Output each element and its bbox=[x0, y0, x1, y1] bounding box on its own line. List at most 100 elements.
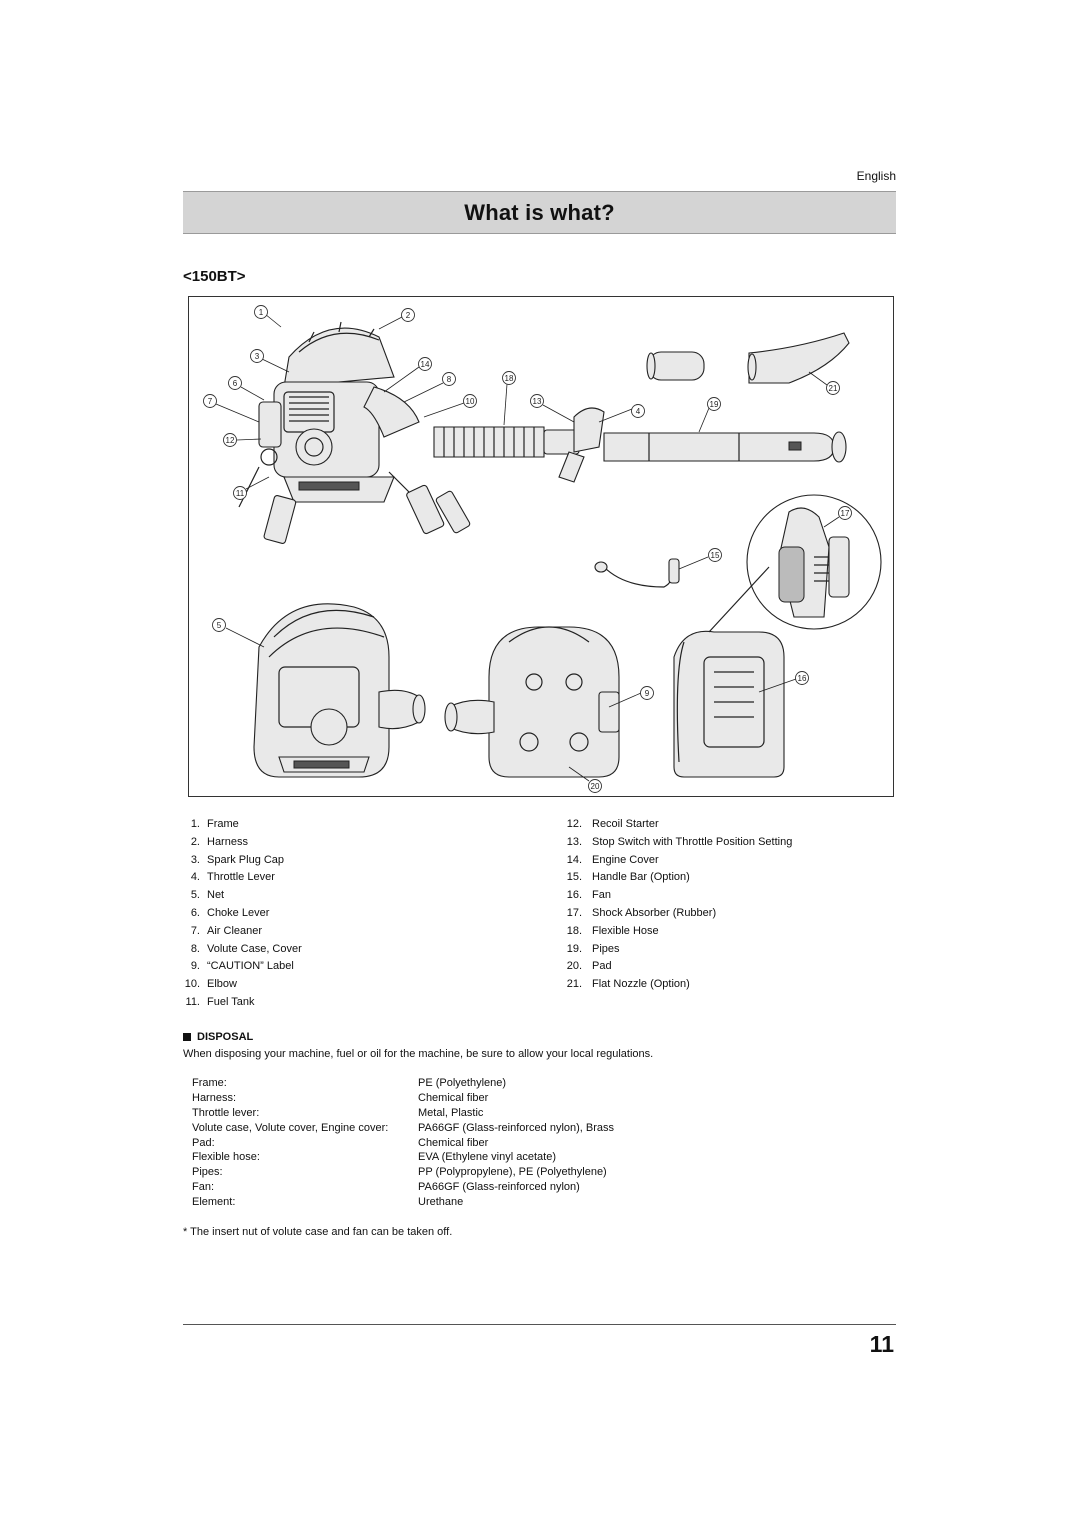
materials-row: Harness:Chemical fiber bbox=[192, 1091, 614, 1106]
part-name: Harness bbox=[207, 835, 248, 848]
part-number: 16. bbox=[566, 889, 582, 902]
material-part: Pipes: bbox=[192, 1166, 223, 1179]
materials-row: Fan:PA66GF (Glass-reinforced nylon) bbox=[192, 1180, 614, 1195]
materials-row: Pad: Chemical fiber bbox=[192, 1136, 614, 1151]
part-item: 3. Spark Plug Cap bbox=[183, 852, 302, 870]
bullet-square-icon bbox=[183, 1033, 191, 1041]
material-value: Chemical fiber bbox=[418, 1091, 489, 1104]
material-part: Fan: bbox=[192, 1181, 215, 1194]
part-item: 6. Choke Lever bbox=[183, 905, 302, 923]
parts-list-right: 12. Recoil Starter 13. Stop Switch with Th… bbox=[562, 816, 793, 994]
part-item: 19. Pipes bbox=[562, 941, 792, 959]
callout-17: 17 bbox=[841, 509, 850, 518]
part-name: Pad bbox=[592, 960, 612, 973]
callout-21: 21 bbox=[829, 384, 838, 393]
callout-14: 14 bbox=[421, 360, 430, 369]
materials-row: Volute case, Volute cover, Engine cover:… bbox=[192, 1121, 614, 1136]
part-number: 15. bbox=[566, 871, 582, 884]
materials-row: Flexible hose: EVA (Ethylene vinyl acetat… bbox=[192, 1150, 614, 1165]
materials-table: Frame: PE (Polyethylene) Harness:Chemical… bbox=[192, 1076, 614, 1210]
callout-8: 8 bbox=[447, 375, 452, 384]
material-part: Frame: bbox=[192, 1077, 227, 1089]
part-number: 8. bbox=[190, 942, 200, 955]
part-name: Spark Plug Cap bbox=[207, 853, 285, 866]
part-name: Handle Bar (Option) bbox=[592, 871, 690, 884]
callout-9: 9 bbox=[645, 689, 650, 698]
part-number: 1. bbox=[190, 818, 200, 830]
callout-18: 18 bbox=[505, 374, 514, 383]
part-item: 7.Air Cleaner bbox=[183, 923, 302, 941]
handle-bar-drawing bbox=[594, 558, 680, 588]
material-value: PA66GF (Glass-reinforced nylon), Brass bbox=[418, 1121, 615, 1134]
part-item: 11. Fuel Tank bbox=[183, 994, 302, 1012]
material-value: PP (Polypropylene), PE (Polyethylene) bbox=[418, 1166, 607, 1179]
part-number: 13. bbox=[566, 835, 582, 848]
parts-list-left: 1.Frame 2. Harness 3. Spark Plug Cap 4. Thr… bbox=[183, 816, 302, 1012]
callout-20: 20 bbox=[591, 782, 600, 791]
part-number: 14. bbox=[566, 853, 582, 866]
shock-absorber-detail bbox=[746, 494, 882, 630]
material-part: Pad: bbox=[192, 1136, 215, 1149]
disposal-heading: DISPOSAL bbox=[183, 1031, 253, 1043]
callout-19: 19 bbox=[710, 400, 719, 409]
blower-side-view-drawing bbox=[673, 566, 785, 778]
part-name: Fuel Tank bbox=[207, 995, 255, 1008]
parts-diagram: 1 2 3 4 5 6 7 8 9 10 11 12 13 1 bbox=[188, 296, 894, 797]
page-number: 11 bbox=[869, 1331, 894, 1357]
part-number: 20. bbox=[566, 960, 582, 973]
part-name: Shock Absorber (Rubber) bbox=[592, 906, 717, 919]
part-item: 18.Flexible Hose bbox=[562, 923, 792, 941]
part-item: 16. Fan bbox=[562, 887, 792, 905]
page-title: What is what? bbox=[464, 199, 615, 225]
material-value: Urethane bbox=[418, 1196, 464, 1209]
part-number: 6. bbox=[190, 906, 200, 919]
flexible-hose-drawing bbox=[433, 407, 605, 483]
callout-15: 15 bbox=[711, 551, 720, 560]
callout-10: 10 bbox=[466, 397, 475, 406]
part-item: 1.Frame bbox=[183, 816, 302, 834]
callout-2: 2 bbox=[406, 311, 411, 320]
part-number: 12. bbox=[566, 818, 582, 830]
part-item: 5.Net bbox=[183, 887, 302, 905]
part-name: Stop Switch with Throttle Position Setti… bbox=[592, 835, 793, 848]
material-value: Metal, Plastic bbox=[418, 1106, 484, 1119]
part-item: 10.Elbow bbox=[183, 976, 302, 994]
material-part: Element: bbox=[192, 1196, 236, 1209]
part-name: Fan bbox=[592, 889, 611, 902]
material-value: Chemical fiber bbox=[418, 1136, 489, 1149]
material-value: PE (Polyethylene) bbox=[418, 1077, 507, 1089]
part-item: 14. Engine Cover bbox=[562, 852, 792, 870]
part-name: Recoil Starter bbox=[592, 818, 659, 830]
part-name: Flexible Hose bbox=[592, 924, 659, 937]
part-number: 21. bbox=[566, 978, 582, 991]
part-name: Engine Cover bbox=[592, 853, 659, 866]
part-item: 2. Harness bbox=[183, 834, 302, 852]
part-name: Net bbox=[207, 889, 225, 902]
materials-row: Throttle lever: Metal, Plastic bbox=[192, 1106, 614, 1121]
blower-back-view-drawing bbox=[444, 626, 620, 778]
pipes-drawing bbox=[603, 332, 850, 463]
part-name: Volute Case, Cover bbox=[207, 942, 302, 955]
material-part: Throttle lever: bbox=[192, 1106, 260, 1119]
materials-row: Element: Urethane bbox=[192, 1195, 614, 1210]
language-label: English bbox=[856, 169, 896, 183]
part-name: Pipes bbox=[592, 942, 620, 955]
part-name: Throttle Lever bbox=[207, 871, 275, 884]
materials-row: Frame: PE (Polyethylene) bbox=[192, 1076, 614, 1091]
material-value: EVA (Ethylene vinyl acetate) bbox=[418, 1151, 556, 1164]
part-item: 13. Stop Switch with Throttle Position Se… bbox=[562, 834, 793, 852]
part-item: 4. Throttle Lever bbox=[183, 869, 302, 887]
disposal-heading-text: DISPOSAL bbox=[197, 1031, 254, 1043]
part-number: 2. bbox=[190, 835, 200, 848]
part-number: 19. bbox=[566, 942, 582, 955]
part-number: 4. bbox=[190, 871, 200, 884]
part-number: 7. bbox=[190, 924, 200, 937]
part-number: 3. bbox=[190, 853, 200, 866]
part-name: Choke Lever bbox=[207, 906, 270, 919]
callout-4: 4 bbox=[636, 407, 641, 416]
material-part: Flexible hose: bbox=[192, 1151, 260, 1164]
part-number: 17. bbox=[566, 906, 582, 919]
callout-12: 12 bbox=[226, 436, 235, 445]
part-number: 11. bbox=[185, 995, 200, 1008]
callout-1: 1 bbox=[259, 308, 264, 317]
